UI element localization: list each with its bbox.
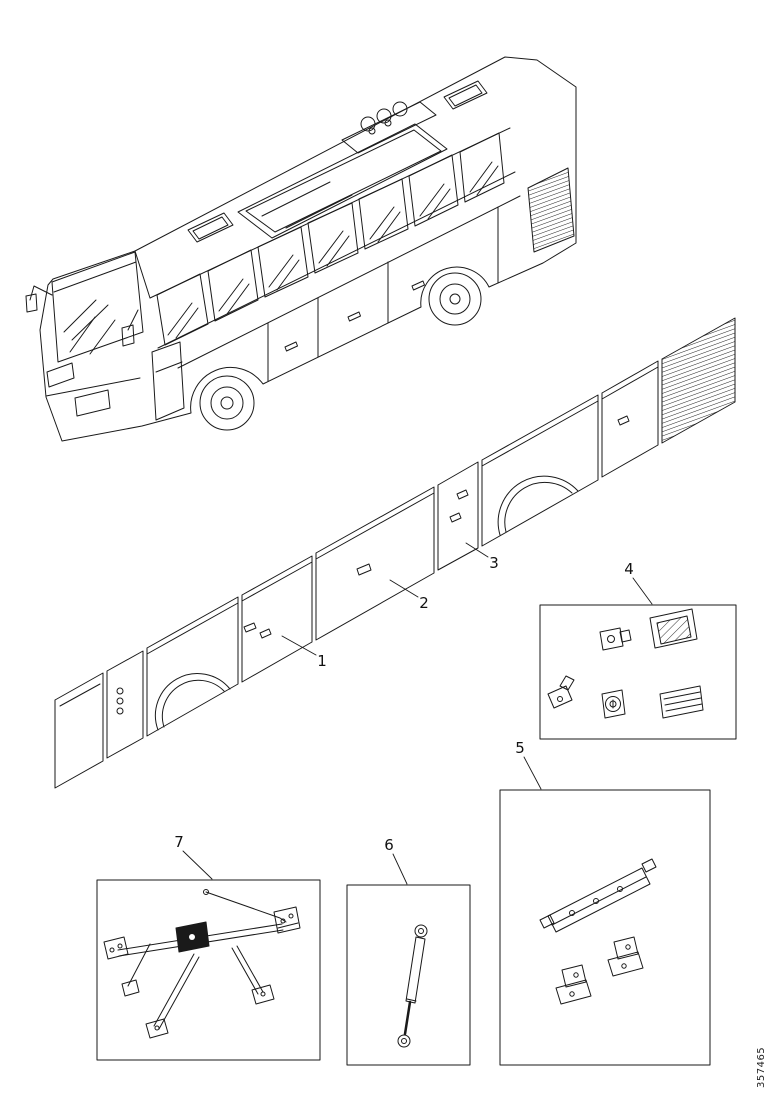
callout-6: 6 <box>384 836 408 885</box>
detail-box-5-frame <box>499 789 711 1066</box>
flap-panel <box>54 672 104 789</box>
callout-4-leader <box>632 577 653 605</box>
side-flap-panel-strip <box>54 317 736 789</box>
gas-strut <box>397 924 428 1048</box>
rear-wheel <box>428 272 482 326</box>
callout-6-label: 6 <box>384 836 394 854</box>
callout-3-label: 3 <box>489 554 499 572</box>
windshield <box>51 251 144 363</box>
callout-2-leader <box>389 579 419 598</box>
luggage-doors <box>177 195 521 382</box>
callout-3-leader <box>465 542 489 558</box>
callout-4: 4 <box>624 560 653 605</box>
hinge-mechanism <box>103 889 301 1039</box>
detail-box-7-frame <box>96 879 321 1061</box>
flap-panel <box>106 650 144 759</box>
bus-body-outline <box>39 56 577 442</box>
flap-panel-3 <box>437 461 479 571</box>
callout-7: 7 <box>174 833 213 880</box>
callout-3: 3 <box>465 542 499 572</box>
callout-7-label: 7 <box>174 833 184 851</box>
detail-box-4-frame <box>539 604 737 740</box>
roof-hatches <box>187 80 488 243</box>
front-details <box>45 362 141 417</box>
callout-7-leader <box>182 850 213 880</box>
callout-5-leader <box>523 756 542 790</box>
callout-5: 5 <box>515 739 542 790</box>
callout-1: 1 <box>281 635 327 670</box>
callout-4-label: 4 <box>624 560 634 578</box>
flap-panel-front-arch <box>146 596 239 737</box>
flap-panel <box>601 360 659 478</box>
callout-1-leader <box>281 635 317 656</box>
front-wheel <box>199 375 255 431</box>
left-mirror <box>25 285 53 313</box>
entry-door <box>151 341 185 421</box>
flap-panel-rear-arch <box>481 394 599 547</box>
detail-box-6 <box>346 884 471 1066</box>
detail-box-7 <box>96 879 321 1061</box>
callout-5-label: 5 <box>515 739 525 757</box>
roof-ac-unit <box>237 101 448 239</box>
right-mirror <box>121 309 139 347</box>
lock-fitting-parts <box>547 608 704 719</box>
drawing-number: 357465 <box>756 1047 767 1088</box>
engine-grille <box>527 167 575 253</box>
callout-6-leader <box>392 853 408 885</box>
flap-panel-2 <box>315 486 435 641</box>
callout-2: 2 <box>389 579 429 612</box>
side-windows <box>134 127 516 349</box>
callouts: 1 2 3 4 5 6 7 <box>174 542 653 885</box>
callout-2-label: 2 <box>419 594 429 612</box>
detail-box-5 <box>499 789 711 1066</box>
callout-1-label: 1 <box>317 652 327 670</box>
detail-box-6-frame <box>346 884 471 1066</box>
bus-illustration <box>25 56 577 442</box>
grille-panel <box>661 317 736 444</box>
detail-box-4 <box>539 604 737 740</box>
hinge-bracket-parts <box>539 858 657 1005</box>
flap-panel-1 <box>241 555 313 683</box>
